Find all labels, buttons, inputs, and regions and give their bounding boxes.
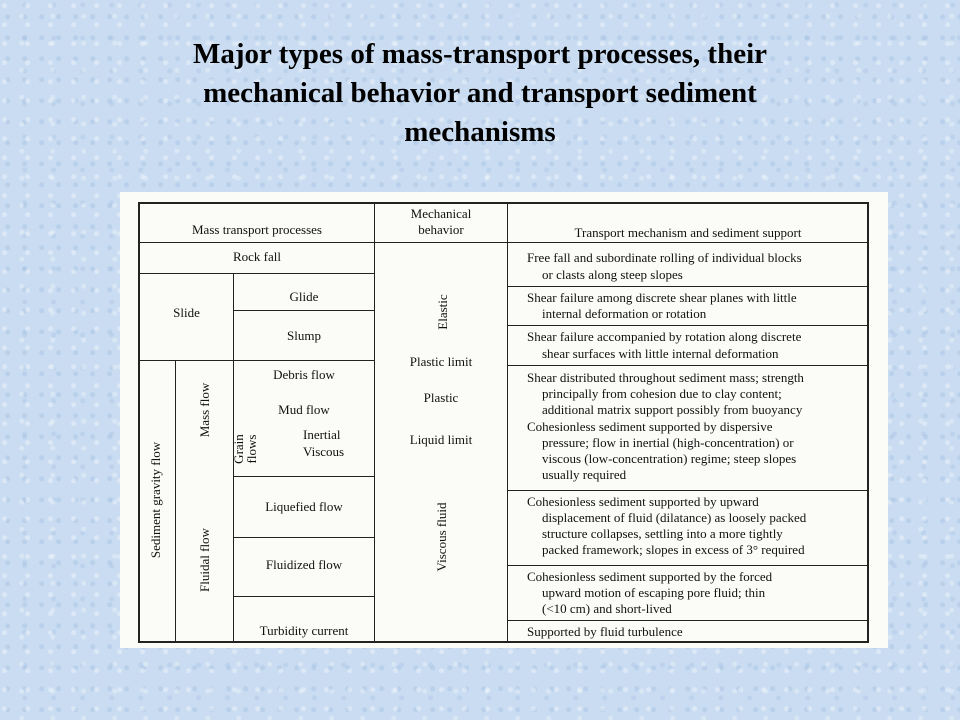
behavior-plastic: Plastic [423, 390, 459, 405]
col-divider-mechanism [507, 202, 508, 642]
mech-rock-fall-2: or clasts along steep slopes [542, 267, 683, 282]
mech-fluidized-1: Cohesionless sediment supported by the f… [527, 569, 773, 584]
mech-fluidized-2: upward motion of escaping pore fluid; th… [542, 585, 766, 600]
massflow-divider [233, 360, 234, 642]
process-mass-flow: Mass flow [197, 382, 212, 438]
col-divider-behavior [374, 202, 375, 642]
mech-line-4 [507, 490, 868, 491]
mech-grain-1: Cohesionless sediment supported by dispe… [527, 419, 773, 434]
header-divider [138, 242, 868, 243]
mech-liquefied-1: Cohesionless sediment supported by upwar… [527, 494, 759, 509]
mech-grain-2: pressure; flow in inertial (high-concent… [542, 435, 794, 450]
mech-line-6 [507, 620, 868, 621]
row-line-fluidized [233, 596, 374, 597]
process-slide: Slide [173, 305, 200, 320]
slide-title: Major types of mass-transport processes,… [80, 35, 880, 152]
header-processes: Mass transport processes [192, 222, 322, 237]
slide-sub-divider [233, 273, 234, 360]
mech-liquefied-2: displacement of fluid (dilatance) as loo… [542, 510, 807, 525]
process-grain-flows: Grain flows [231, 429, 259, 469]
mech-slump-1: Shear failure accompanied by rotation al… [527, 329, 802, 344]
process-turbidity-current: Turbidity current [259, 623, 349, 638]
process-sediment-gravity-flow: Sediment gravity flow [148, 441, 163, 559]
mech-line-1 [507, 286, 868, 287]
title-line-1: Major types of mass-transport processes,… [193, 38, 767, 70]
process-fluidal-flow: Fluidal flow [197, 528, 212, 592]
process-fluidized-flow: Fluidized flow [265, 557, 343, 572]
mech-grain-4: usually required [542, 467, 627, 482]
mech-line-2 [507, 325, 868, 326]
mech-glide-1: Shear failure among discrete shear plane… [527, 290, 797, 305]
mass-transport-table: Mass transport processes Mechanical beha… [120, 192, 888, 648]
sgf-divider [175, 360, 176, 642]
process-liquefied-flow: Liquefied flow [265, 499, 343, 514]
process-rock-fall: Rock fall [232, 249, 281, 264]
behavior-liquid-limit: Liquid limit [375, 432, 507, 447]
row-line-glide [233, 310, 374, 311]
mech-line-5 [507, 565, 868, 566]
mech-slump-2: shear surfaces with little internal defo… [542, 346, 779, 361]
table-border-right [867, 202, 869, 642]
mech-debris-1: Shear distributed throughout sediment ma… [527, 370, 804, 385]
process-mud-flow: Mud flow [278, 402, 330, 417]
row-line-massflow [233, 476, 374, 477]
row-line-rockfall [138, 273, 374, 274]
mech-liquefied-3: structure collapses, settling into a mor… [542, 526, 783, 541]
title-line-3: mechanisms [404, 116, 556, 148]
table-border-top [138, 202, 868, 204]
header-mechanism: Transport mechanism and sediment support [574, 225, 802, 240]
mech-debris-3: additional matrix support possibly from … [542, 402, 803, 417]
mech-grain-3: viscous (low-concentration) regime; stee… [542, 451, 797, 466]
process-viscous: Viscous [303, 444, 345, 459]
mech-line-3 [507, 365, 868, 366]
mech-rock-fall-1: Free fall and subordinate rolling of ind… [527, 250, 802, 265]
table-border-left [138, 202, 140, 642]
row-line-slide [138, 360, 374, 361]
header-behavior-line-1: Mechanical [410, 206, 472, 221]
mech-debris-2: principally from cohesion due to clay co… [542, 386, 782, 401]
process-glide: Glide [289, 289, 319, 304]
behavior-elastic: Elastic [435, 294, 450, 330]
behavior-viscous-fluid: Viscous fluid [434, 502, 449, 572]
grain-line-2: flows [244, 434, 259, 464]
mech-glide-2: internal deformation or rotation [542, 306, 707, 321]
process-inertial: Inertial [303, 427, 341, 442]
header-behavior-line-2: behavior [418, 222, 464, 237]
process-debris-flow: Debris flow [273, 367, 335, 382]
mech-liquefied-4: packed framework; slopes in excess of 3°… [542, 542, 805, 557]
title-line-2: mechanical behavior and transport sedime… [203, 77, 757, 109]
table-border-bottom [138, 641, 869, 643]
process-slump: Slump [287, 328, 321, 343]
behavior-plastic-limit: Plastic limit [375, 354, 507, 369]
mech-fluidized-3: (<10 cm) and short-lived [542, 601, 672, 616]
mech-turbidity-1: Supported by fluid turbulence [527, 624, 683, 639]
row-line-liquefied [233, 537, 374, 538]
